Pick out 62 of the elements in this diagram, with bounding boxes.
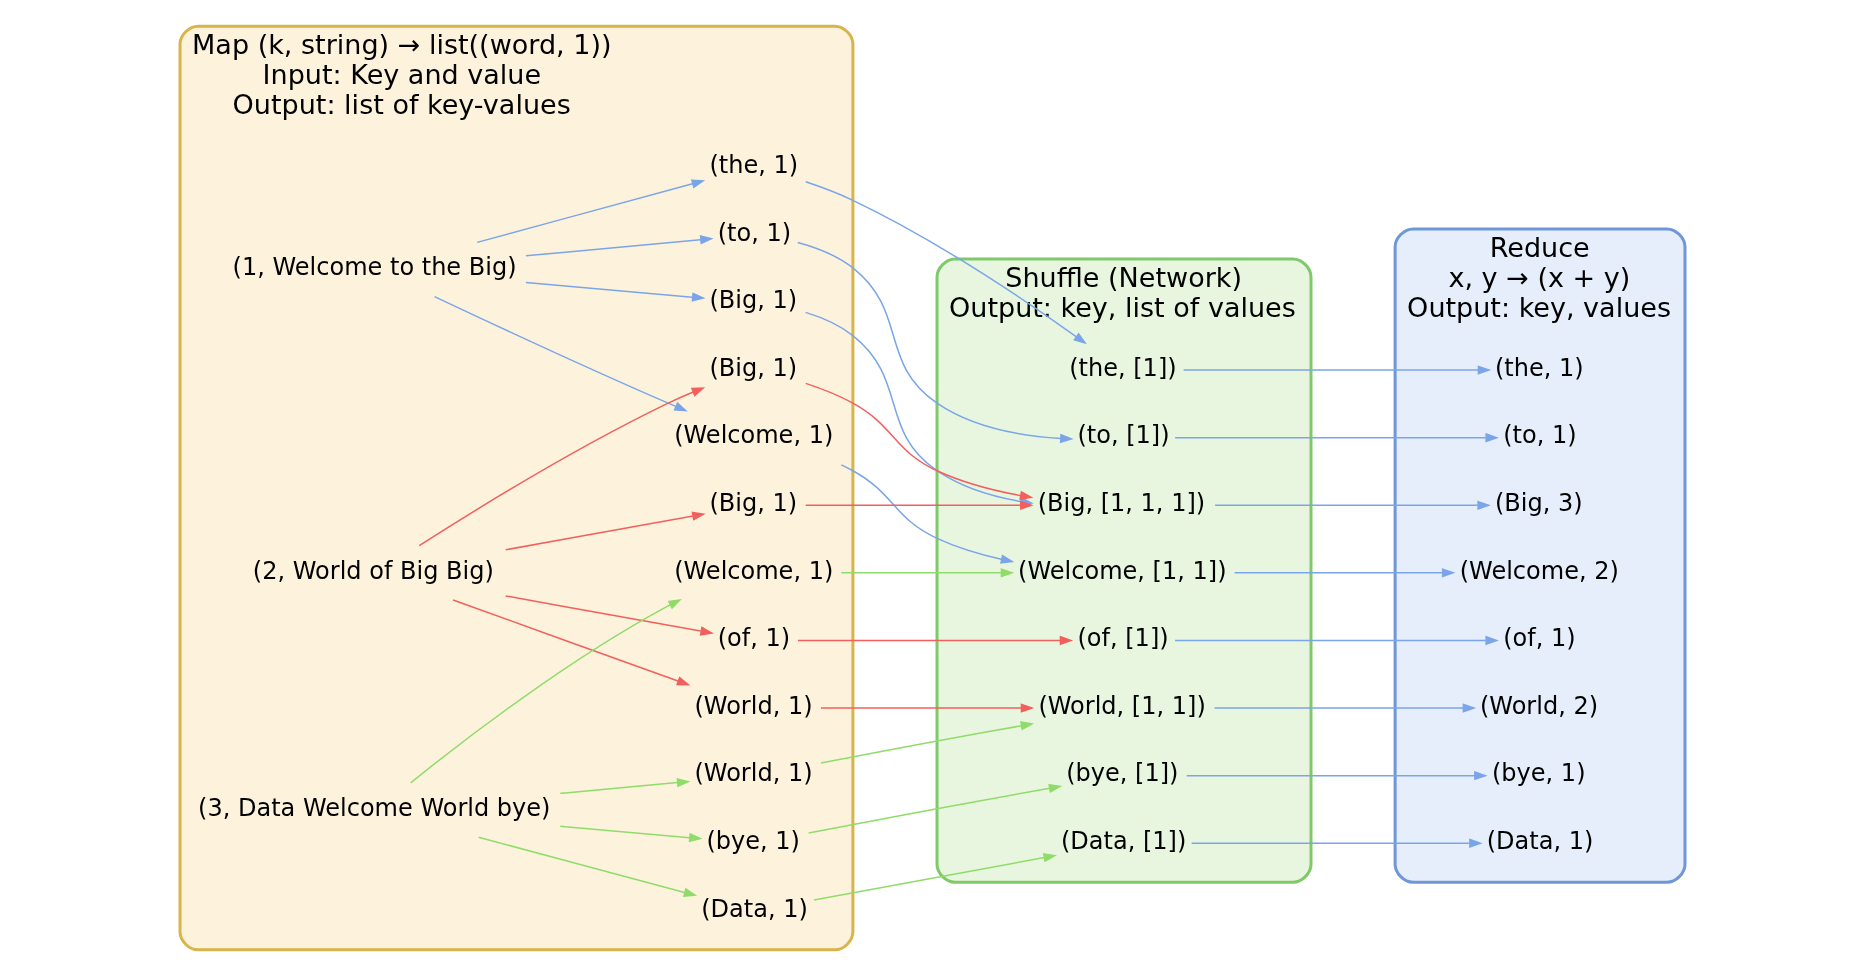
node-text: (Big, 1) <box>708 286 797 315</box>
arrow <box>1173 432 1499 443</box>
arrow <box>477 836 697 897</box>
node-text: (to, [1]) <box>1076 421 1170 450</box>
arrow <box>418 387 705 547</box>
node-text: (to, 1) <box>717 218 791 247</box>
arrow <box>504 595 714 636</box>
node-text: (World, 1) <box>693 759 813 788</box>
node-text: (bye, 1) <box>1491 759 1586 788</box>
arrow <box>559 825 703 843</box>
node-text: (to, 1) <box>1502 421 1577 450</box>
node-text: (bye, 1) <box>705 826 800 855</box>
arrow <box>804 382 1033 501</box>
arrow <box>1213 500 1491 510</box>
node-text: (the, [1]) <box>1068 353 1177 382</box>
node-text: (the, 1) <box>1494 353 1584 382</box>
arrow <box>1182 365 1491 375</box>
arrow <box>559 777 690 795</box>
arrow <box>812 852 1057 901</box>
node-text: (Data, 1) <box>1486 826 1593 855</box>
arrow <box>524 281 705 302</box>
node-text: (3, Data Welcome World bye) <box>197 793 550 822</box>
arrow <box>804 181 1087 345</box>
node-text: (World, [1, 1]) <box>1037 691 1206 720</box>
arrow <box>475 179 705 244</box>
node-text: (bye, [1]) <box>1065 759 1178 788</box>
arrow <box>1173 635 1499 646</box>
node-text: (Data, 1) <box>700 894 808 923</box>
arrow <box>433 295 688 412</box>
node-text: (1, Welcome to the Big) <box>232 253 517 282</box>
arrow <box>1233 568 1455 578</box>
arrow <box>819 703 1034 713</box>
arrow <box>804 500 1034 510</box>
node-text: (Big, [1, 1, 1]) <box>1037 488 1205 517</box>
arrow <box>1190 838 1483 848</box>
arrow <box>796 241 1074 444</box>
node-text: (Welcome, 1) <box>673 556 833 585</box>
arrow <box>524 235 714 257</box>
node-text: (of, 1) <box>1502 624 1576 653</box>
node-text: (Big, 1) <box>708 488 797 517</box>
node-text: (Welcome, 2) <box>1459 556 1619 585</box>
arrow <box>796 635 1073 646</box>
node-text: (of, 1) <box>717 624 790 653</box>
arrow <box>819 721 1034 764</box>
node-text: (the, 1) <box>708 151 798 180</box>
arrow <box>451 599 690 686</box>
node-text: (2, World of Big Big) <box>252 556 494 585</box>
arrow <box>1213 703 1476 713</box>
node-text: (World, 2) <box>1479 691 1598 720</box>
node-text: (Big, 1) <box>708 353 797 382</box>
arrow <box>409 599 682 784</box>
node-text: (of, [1]) <box>1076 624 1169 653</box>
arrow <box>840 568 1014 578</box>
node-text: (Welcome, [1, 1]) <box>1017 556 1227 585</box>
arrow <box>840 464 1014 564</box>
arrow <box>504 511 706 551</box>
node-text: (Big, 3) <box>1494 488 1583 517</box>
node-text: (Data, [1]) <box>1060 826 1186 855</box>
arrow <box>1185 770 1488 781</box>
node-text: (World, 1) <box>693 691 813 720</box>
node-text: (Welcome, 1) <box>673 421 833 450</box>
arrow <box>807 783 1062 834</box>
